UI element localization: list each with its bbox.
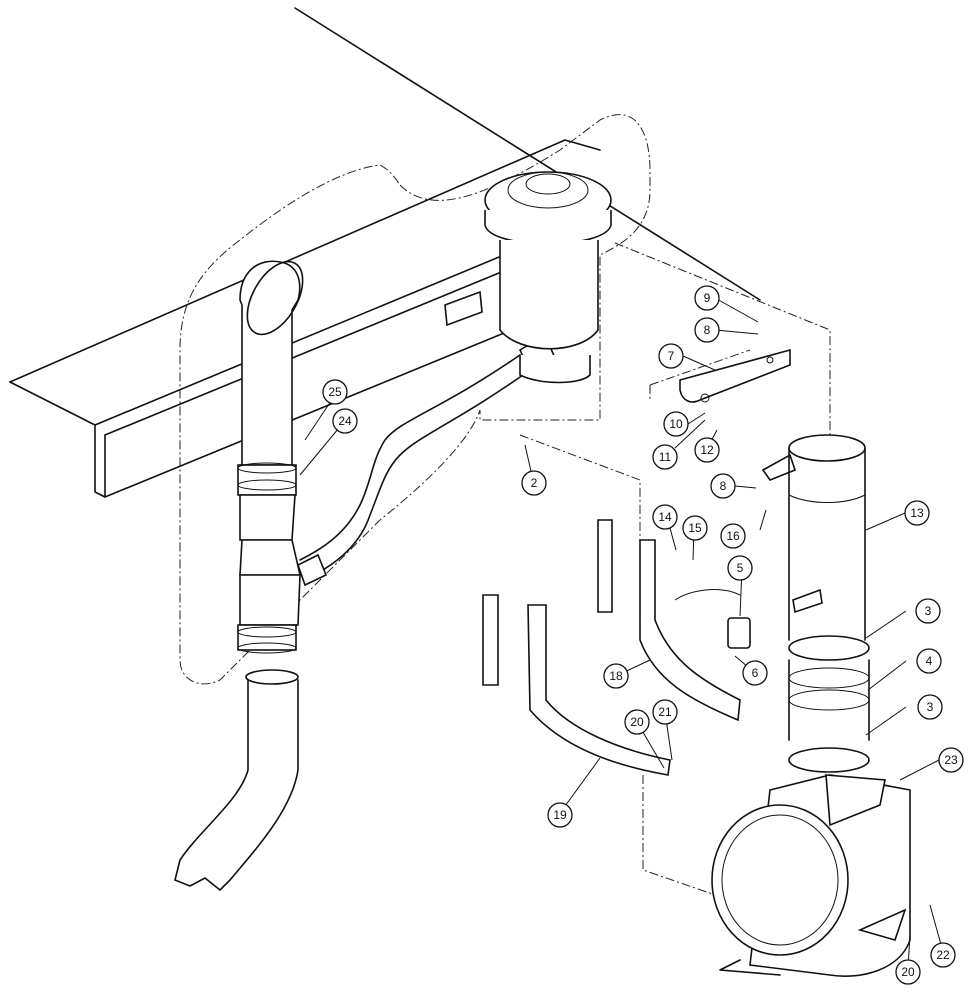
callout-4: 4 — [916, 648, 942, 674]
callout-10: 10 — [663, 411, 689, 437]
callout-label: 20 — [630, 715, 644, 729]
callout-22: 22 — [930, 942, 956, 968]
callout-label: 4 — [926, 654, 933, 668]
exhaust-stack — [174, 260, 304, 891]
callout-label: 7 — [668, 349, 675, 363]
callout-19: 19 — [547, 802, 573, 828]
callout-6: 6 — [742, 660, 768, 686]
callout-7: 7 — [658, 343, 684, 369]
callout-label: 6 — [752, 666, 759, 680]
callout-23: 23 — [938, 747, 964, 773]
callout-label: 14 — [658, 510, 672, 524]
callout-20: 20 — [895, 959, 921, 985]
assembly-boundary — [179, 114, 831, 901]
callout-25: 25 — [322, 379, 348, 405]
hood-panel — [9, 7, 761, 498]
callout-label: 13 — [910, 506, 924, 520]
callout-5: 5 — [727, 555, 753, 581]
callout-9: 9 — [694, 285, 720, 311]
callout-label: 19 — [553, 808, 567, 822]
callout-label: 11 — [659, 450, 672, 464]
callout-18: 18 — [603, 663, 629, 689]
support-brackets — [482, 519, 751, 776]
callout-15: 15 — [682, 515, 708, 541]
callout-3: 3 — [915, 598, 941, 624]
callout-label: 16 — [726, 529, 740, 543]
callout-label: 23 — [944, 753, 958, 767]
callout-2: 2 — [521, 470, 547, 496]
hose-and-clamps — [788, 635, 870, 773]
callout-label: 10 — [669, 417, 683, 431]
callout-label: 21 — [658, 705, 672, 719]
callout-label: 12 — [700, 443, 714, 457]
callout-8: 8 — [710, 473, 736, 499]
callout-16: 16 — [720, 523, 746, 549]
callout-label: 8 — [720, 479, 727, 493]
callout-label: 5 — [737, 561, 744, 575]
callout-12: 12 — [694, 437, 720, 463]
callout-13: 13 — [904, 500, 930, 526]
callout-label: 18 — [609, 669, 623, 683]
air-cleaner-housing — [711, 774, 911, 978]
callout-label: 20 — [901, 965, 915, 979]
callout-3: 3 — [917, 694, 943, 720]
callout-20: 20 — [624, 709, 650, 735]
callout-21: 21 — [652, 699, 678, 725]
callout-label: 25 — [328, 385, 342, 399]
callout-label: 3 — [925, 604, 932, 618]
intake-pipe-13 — [761, 434, 866, 641]
callout-label: 9 — [704, 291, 711, 305]
callouts: 9 8 7 10 11 12 8 16 13 25 24 — [322, 285, 964, 985]
callout-label: 15 — [688, 521, 702, 535]
callout-label: 2 — [531, 476, 538, 490]
callout-label: 22 — [936, 948, 950, 962]
callout-label: 3 — [927, 700, 934, 714]
callout-label: 8 — [704, 323, 711, 337]
callout-label: 24 — [338, 414, 352, 428]
intake-tube — [297, 333, 557, 587]
precleaner-canister — [444, 171, 612, 384]
callout-11: 11 — [652, 444, 678, 470]
callout-24: 24 — [332, 408, 358, 434]
callout-14: 14 — [652, 504, 678, 530]
bracket-7 — [679, 348, 791, 403]
callout-8: 8 — [694, 317, 720, 343]
